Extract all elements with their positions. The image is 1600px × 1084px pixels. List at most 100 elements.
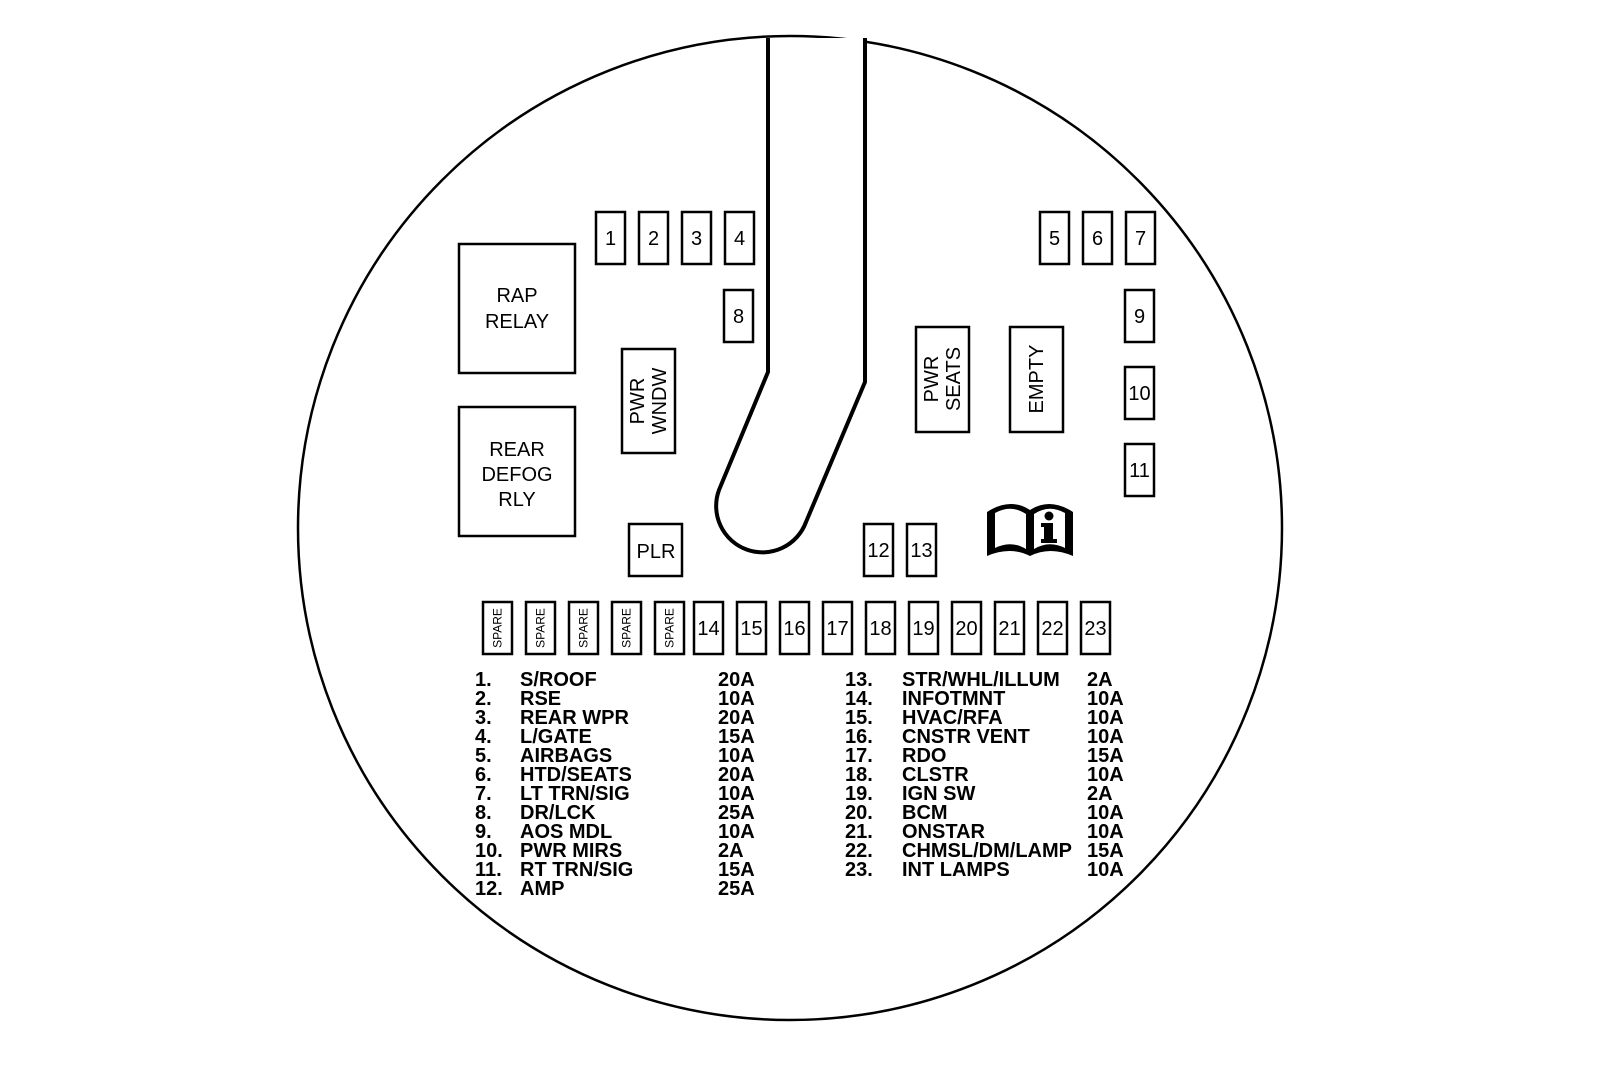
legend-amp: 20A [718,669,755,691]
fuse-7-label: 7 [1135,228,1146,250]
legend-amp: 10A [718,783,755,805]
legend-name: HVAC/RFA [902,707,1003,729]
legend-num: 14. [845,688,873,710]
legend-num: 7. [475,783,492,805]
fuse-13: 13 [905,522,938,578]
fuse-5: 5 [1038,210,1071,266]
fuse-17: 17 [821,600,854,656]
legend-num: 11. [475,859,502,881]
fuse-10: 10 [1123,365,1156,421]
legend-num: 16. [845,726,873,748]
relay-pwr-seats-line-1: PWR [921,356,943,403]
fuse-19: 19 [907,600,940,656]
fuse-spare-label: SPARE [577,608,591,648]
fuse-1-label: 1 [605,228,616,250]
fuse-21-label: 21 [998,618,1020,640]
legend-num: 3. [475,707,492,729]
legend-name: PWR MIRS [520,840,622,862]
legend-name: CHMSL/DM/LAMP [902,840,1072,862]
fuse-15: 15 [735,600,768,656]
fuse-22: 22 [1036,600,1069,656]
fuse-spare-label: SPARE [620,608,634,648]
legend-num: 19. [845,783,873,805]
legend-name: RDO [902,745,946,767]
fuse-7: 7 [1124,210,1157,266]
fuse-20: 20 [950,600,983,656]
fuse-11-label: 11 [1129,460,1150,482]
fuse-13-label: 13 [910,540,932,562]
fuse-5-label: 5 [1049,228,1060,250]
relay-rear-defog-line-1: REAR [489,439,545,461]
fuse-spare-label: SPARE [663,608,677,648]
fuse-2: 2 [637,210,670,266]
relay-pwr-wndw: PWR WNDW [620,347,677,455]
fuse-6: 6 [1081,210,1114,266]
fuse-8: 8 [722,288,755,344]
legend-name: IGN SW [902,783,975,805]
fuse-spare-label: SPARE [534,608,548,648]
fuse-3-label: 3 [691,228,702,250]
legend-name: INFOTMNT [902,688,1005,710]
legend-name: REAR WPR [520,707,629,729]
relay-rear-defog-line-3: RLY [498,489,535,511]
fuse-group-top-right: 5 6 7 [1038,210,1157,266]
legend-amp: 15A [718,726,755,748]
legend-amp: 10A [1087,707,1124,729]
legend-amp: 15A [1087,840,1124,862]
relay-pwr-wndw-line-1: PWR [627,378,649,425]
legend-num: 10. [475,840,503,862]
fuse-group-top-left: 1 2 3 4 [594,210,756,266]
fuse-6-label: 6 [1092,228,1103,250]
fuse-2-label: 2 [648,228,659,250]
fuse-11: 11 [1123,442,1156,498]
legend-num: 13. [845,669,873,691]
relay-pwr-seats: PWR SEATS [914,325,971,434]
relay-pwr-seats-line-2: SEATS [943,347,965,411]
fuse-4-label: 4 [734,228,745,250]
center-slot [714,38,867,555]
legend-amp: 2A [718,840,744,862]
relay-plr: PLR [627,522,684,578]
legend-amp: 10A [1087,859,1124,881]
fuse-spare: SPARE [567,600,600,656]
legend-name: CNSTR VENT [902,726,1030,748]
legend-num: 23. [845,859,873,881]
fuse-spare: SPARE [610,600,643,656]
fuse-17-label: 17 [826,618,848,640]
relay-empty-line-1: EMPTY [1026,345,1048,414]
fuse-19-label: 19 [912,618,934,640]
legend-amp: 2A [1087,669,1113,691]
legend-name: AIRBAGS [520,745,612,767]
legend-amp: 15A [718,859,755,881]
legend-num: 8. [475,802,492,824]
legend-amp: 10A [1087,726,1124,748]
legend-num: 21. [845,821,873,843]
fuse-9: 9 [1123,288,1156,344]
legend-num: 9. [475,821,492,843]
legend-num: 20. [845,802,873,824]
fuse-spare: SPARE [524,600,557,656]
fuse-4: 4 [723,210,756,266]
fuse-group-8: 8 [722,288,755,344]
legend-num: 18. [845,764,873,786]
